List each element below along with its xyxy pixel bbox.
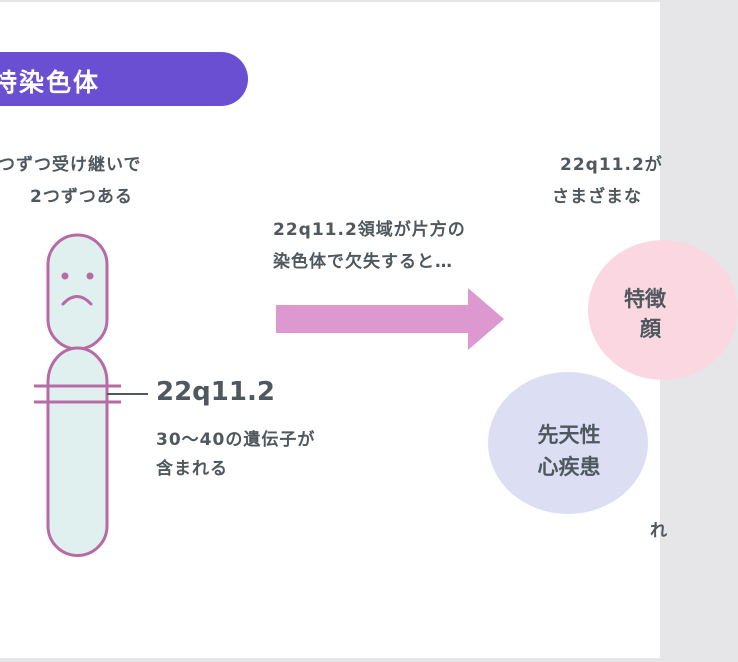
blue-bubble-line2: 心疾患 [537, 455, 601, 479]
chromosome-upper-arm [46, 233, 109, 351]
chromosome-frown [61, 295, 93, 306]
arrow-caption-line2: 染色体で欠失すると… [273, 252, 453, 272]
chromosome-right-eye [86, 272, 94, 280]
right-caption-line1: 22q11.2が [560, 155, 663, 175]
left-caption-line2: 2つずつある [30, 187, 133, 207]
chromosome-figure [34, 233, 148, 557]
feature-bubble-blue [488, 372, 648, 514]
gene-note-line1: 30～40の遺伝子が [156, 430, 316, 450]
feature-bubble-pink [588, 240, 738, 380]
left-caption-line1: つずつ受け継いで [0, 155, 142, 175]
pink-bubble-line1: 特徴 [624, 287, 666, 311]
chromosome-lower-arm [46, 346, 109, 557]
header-title: 特染色体 [0, 68, 101, 97]
region-label: 22q11.2 [156, 377, 275, 407]
header-banner [0, 52, 248, 106]
right-arrow [276, 288, 504, 350]
gene-note-line2: 含まれる [156, 459, 228, 479]
right-caption-line2: さまざまな [552, 187, 642, 207]
arrow-caption-line1: 22q11.2領域が片方の [273, 220, 466, 240]
stray-text: れ [650, 521, 667, 541]
chromosome-left-eye [61, 272, 69, 280]
arrow-shape [276, 288, 504, 350]
pink-bubble-line2: 顔 [640, 317, 661, 341]
blue-bubble-line1: 先天性 [537, 423, 601, 447]
